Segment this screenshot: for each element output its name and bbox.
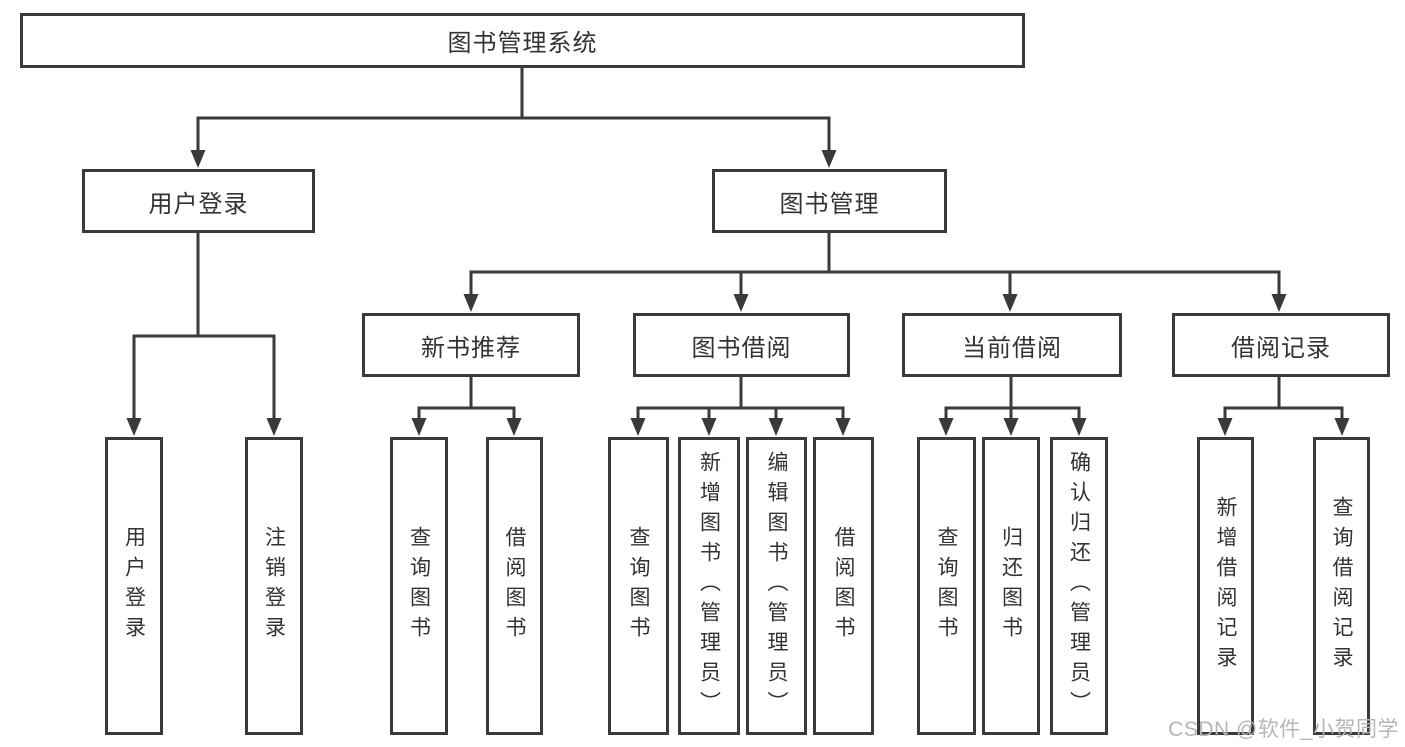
leaf-query-books-current: 查询图书 [917, 437, 976, 735]
node-current-borrowing: 当前借阅 [902, 313, 1122, 377]
leaf-logout: 注销登录 [245, 437, 303, 735]
node-book-borrowing: 图书借阅 [633, 313, 850, 377]
node-library-management-system: 图书管理系统 [20, 13, 1025, 68]
leaf-add-borrow-record: 新增借阅记录 [1197, 437, 1254, 735]
leaf-query-borrow-record: 查询借阅记录 [1313, 437, 1370, 735]
leaf-confirm-return-admin: 确认归还（管理员） [1050, 437, 1108, 735]
leaf-return-books: 归还图书 [982, 437, 1040, 735]
node-book-management: 图书管理 [712, 169, 947, 233]
node-borrowing-records: 借阅记录 [1172, 313, 1390, 377]
arrowheads [126, 150, 1350, 436]
leaf-query-books-recommend: 查询图书 [390, 437, 448, 735]
leaf-borrow-books-recommend: 借阅图书 [486, 437, 543, 735]
leaf-borrow-books-borrowing: 借阅图书 [813, 437, 874, 735]
node-new-book-recommend: 新书推荐 [362, 313, 580, 377]
leaf-edit-book-admin: 编辑图书（管理员） [746, 437, 807, 735]
leaf-add-book-admin: 新增图书（管理员） [678, 437, 740, 735]
leaf-query-books-borrowing: 查询图书 [608, 437, 669, 735]
csdn-watermark: CSDN @软件_小贺同学 [1168, 718, 1399, 741]
node-user-login: 用户登录 [82, 169, 315, 233]
leaf-user-login: 用户登录 [105, 437, 163, 735]
